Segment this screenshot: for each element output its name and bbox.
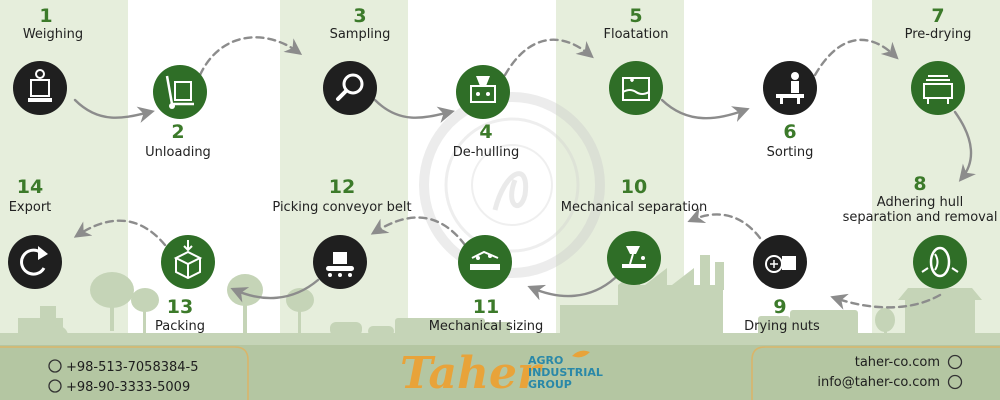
step-label: Packing	[155, 319, 205, 334]
dryer-machine-icon	[911, 61, 965, 115]
watermark-seal	[419, 92, 605, 278]
step-icons	[8, 61, 967, 289]
connector-9-10	[687, 207, 762, 240]
step-label: Mechanical separation	[561, 200, 707, 215]
step-label: Pre-drying	[905, 27, 972, 42]
sorting-worker-icon	[763, 61, 817, 115]
step-label: Weighing	[23, 27, 83, 42]
connector-3-4	[373, 98, 455, 123]
step-number: 10	[621, 176, 647, 198]
step-number: 5	[629, 5, 642, 27]
connector-6-7	[813, 38, 899, 77]
step-label: Picking conveyor belt	[272, 200, 411, 215]
step-number: 11	[473, 296, 499, 318]
connector-5-6	[660, 98, 750, 122]
step-label: Mechanical sizing	[429, 319, 544, 334]
step-texts: 1 Weighing 2 Unloading 3 Sampling 4 De-h…	[9, 5, 998, 334]
separator-machine-icon	[607, 231, 661, 285]
magnifier-icon	[323, 61, 377, 115]
logo-leaf-icon	[572, 350, 590, 358]
step-number: 3	[353, 5, 366, 27]
step-number: 8	[913, 173, 926, 195]
phone-contacts: +98-513-7058384-5 +98-90-3333-5009	[48, 359, 199, 395]
step-label-line2: separation and removal	[843, 210, 998, 225]
email-link[interactable]: info@taher-co.com	[817, 375, 940, 390]
connector-7-8	[953, 110, 976, 182]
connector-11-12	[370, 216, 467, 247]
step-label: Export	[9, 200, 52, 215]
logo-sub-line-3: GROUP	[528, 378, 572, 391]
whatsapp-icon	[48, 379, 62, 393]
connector-4-5	[503, 38, 594, 77]
step-label: Drying nuts	[744, 319, 820, 334]
step-number: 9	[773, 296, 786, 318]
water-tank-icon	[609, 61, 663, 115]
web-contacts: taher-co.com info@taher-co.com	[817, 354, 963, 390]
box-icon	[161, 235, 215, 289]
email-icon	[947, 374, 963, 390]
step-number: 14	[17, 176, 43, 198]
step-number: 12	[329, 176, 355, 198]
logo-sub-line-2: INDUSTRIAL	[528, 366, 603, 379]
pistachio-icon	[913, 235, 967, 289]
step-label: Adhering hull	[877, 195, 963, 210]
logo-wordmark: Taher	[400, 348, 543, 399]
phone-icon	[48, 359, 62, 373]
step-label: De-hulling	[453, 145, 520, 160]
globe-icon	[947, 354, 963, 370]
step-number: 7	[931, 5, 944, 27]
phone-number-2[interactable]: +98-90-3333-5009	[66, 380, 190, 395]
step-number: 13	[167, 296, 193, 318]
conveyor-belt-icon	[313, 235, 367, 289]
connector-13-14	[73, 219, 167, 247]
logo-sub-line-1: AGRO	[528, 354, 563, 367]
landscape-silhouette	[0, 255, 1000, 347]
connector-2-3	[198, 36, 303, 77]
step-label: Unloading	[145, 145, 211, 160]
connector-1-2	[73, 98, 155, 123]
scale-icon	[13, 61, 67, 115]
footer: +98-513-7058384-5 +98-90-3333-5009 Taher…	[0, 345, 1000, 400]
export-arrow-icon	[8, 235, 62, 289]
connector-12-13	[230, 278, 320, 303]
connector-8-9	[830, 293, 942, 310]
step-number: 1	[39, 5, 52, 27]
step-number: 2	[171, 121, 184, 143]
step-number: 4	[479, 121, 492, 143]
background-bands	[0, 0, 1000, 345]
sizing-machine-icon	[458, 235, 512, 289]
step-label: Sorting	[767, 145, 814, 160]
step-label: Sampling	[330, 27, 391, 42]
hand-truck-icon	[153, 65, 207, 119]
brand-logo: Taher AGRO INDUSTRIAL GROUP	[400, 348, 603, 399]
website-link[interactable]: taher-co.com	[855, 355, 940, 370]
step-number: 6	[783, 121, 796, 143]
dehuller-machine-icon	[456, 65, 510, 119]
flow-connectors	[73, 36, 976, 310]
drum-dryer-icon	[753, 235, 807, 289]
connector-10-11	[527, 276, 617, 301]
phone-number-1[interactable]: +98-513-7058384-5	[66, 360, 199, 375]
step-label: Floatation	[604, 27, 669, 42]
